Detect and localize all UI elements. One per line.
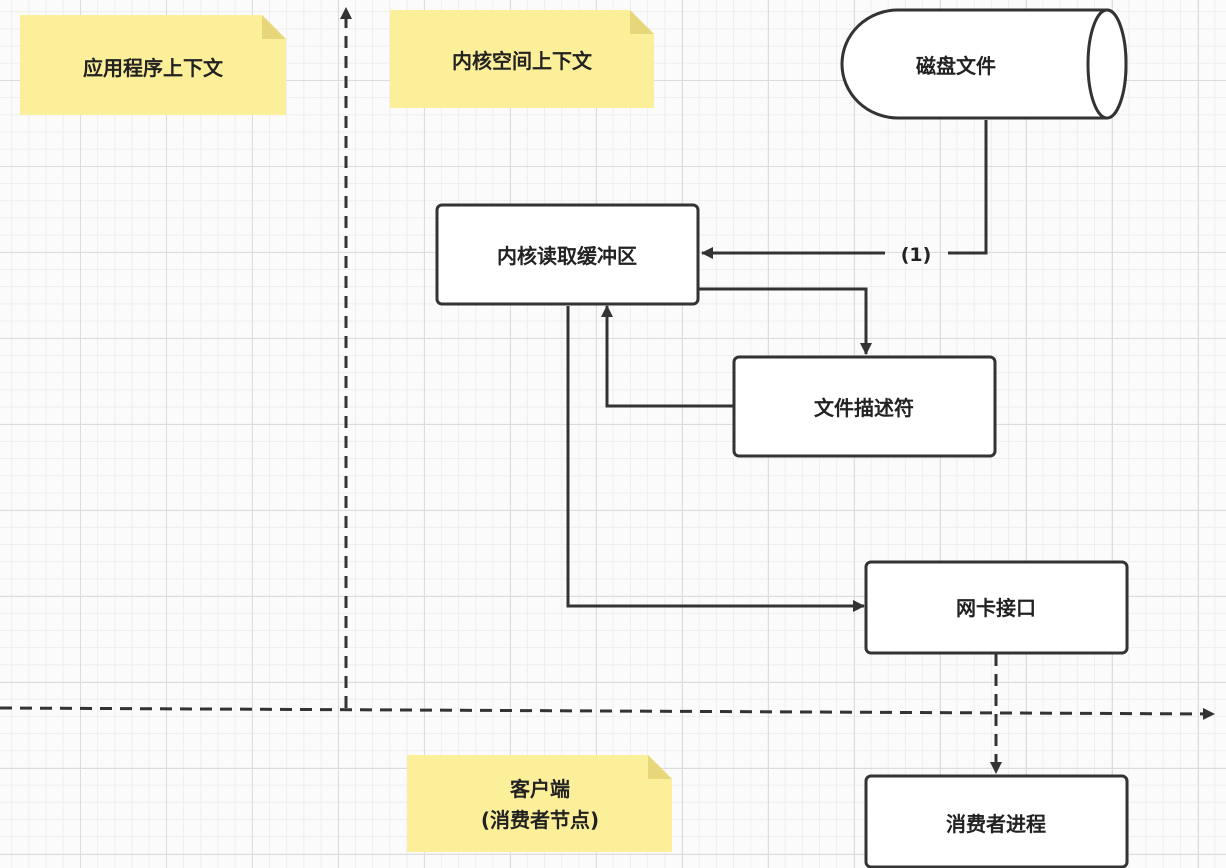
node-kernel-read-buffer-label: 内核读取缓冲区 bbox=[497, 244, 637, 268]
horizontal-boundary-line bbox=[0, 706, 1215, 720]
edge-disk-to-buffer-upper bbox=[948, 120, 988, 255]
note-kernel-context: 内核空间上下文 bbox=[390, 10, 654, 108]
edge-buffer-to-nic bbox=[566, 306, 865, 612]
note-client: 客户端 (消费者节点) bbox=[407, 755, 672, 852]
node-consumer-process[interactable]: 消费者进程 bbox=[864, 774, 1129, 868]
node-kernel-read-buffer[interactable]: 内核读取缓冲区 bbox=[435, 203, 700, 306]
edge-buffer-to-descriptor bbox=[698, 287, 872, 355]
node-disk-file[interactable]: 磁盘文件 bbox=[840, 8, 1128, 120]
node-file-descriptor[interactable]: 文件描述符 bbox=[732, 355, 997, 458]
note-client-label-line1: 客户端 bbox=[509, 777, 570, 801]
edge-descriptor-to-buffer bbox=[601, 305, 734, 408]
node-consumer-process-label: 消费者进程 bbox=[946, 812, 1046, 836]
node-nic-interface-label: 网卡接口 bbox=[956, 596, 1036, 620]
node-disk-file-label: 磁盘文件 bbox=[916, 54, 996, 78]
note-kernel-context-label: 内核空间上下文 bbox=[452, 49, 593, 73]
edges: (1) bbox=[566, 120, 1002, 774]
context-boundaries bbox=[0, 7, 1215, 720]
note-app-context: 应用程序上下文 bbox=[20, 15, 286, 115]
node-nic-interface[interactable]: 网卡接口 bbox=[864, 560, 1129, 655]
note-app-context-label: 应用程序上下文 bbox=[83, 56, 224, 80]
node-file-descriptor-label: 文件描述符 bbox=[814, 396, 914, 420]
edge-disk-to-buffer-label: (1) bbox=[901, 244, 932, 266]
note-client-label-line2: (消费者节点) bbox=[481, 808, 599, 832]
